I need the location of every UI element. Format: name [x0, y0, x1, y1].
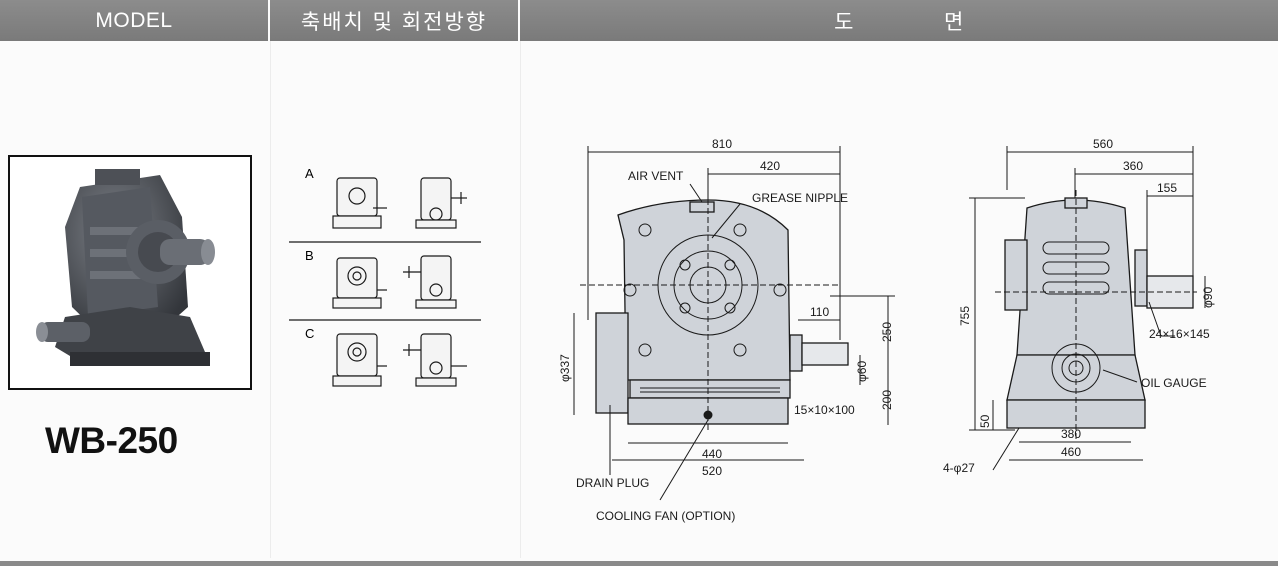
arrangement-label-a: A — [305, 166, 314, 181]
side-dim-shaft-length: 155 — [1157, 181, 1177, 195]
header-drawing-label-2: 면 — [944, 10, 964, 34]
label-air-vent: AIR VENT — [628, 169, 684, 183]
header-drawing: 도 면 — [520, 0, 1278, 41]
front-view-drawing: 810 420 AIR VENT GREASE NIPPLE 110 15×10… — [558, 137, 895, 523]
side-dim-foot-outer: 460 — [1061, 445, 1081, 459]
side-dim-shaft-diameter: φ90 — [1201, 287, 1215, 308]
shaft-arrangement-diagram: A B C — [289, 166, 481, 387]
dim-keyway: 15×10×100 — [794, 403, 855, 417]
dim-upper-height: 250 — [880, 322, 894, 342]
side-dim-total-height: 755 — [958, 306, 972, 326]
gearbox-photo-icon — [10, 157, 250, 388]
arrangement-c: C — [305, 326, 467, 387]
label-bolt-holes: 4-φ27 — [943, 461, 975, 475]
header-shaft-arrangement: 축배치 및 회전방향 — [270, 0, 520, 41]
dim-lower-height: 200 — [880, 390, 894, 410]
side-dim-foot-inner: 380 — [1061, 427, 1081, 441]
side-dim-keyway: 24×16×145 — [1149, 327, 1210, 341]
product-photo — [8, 155, 252, 390]
column-divider — [520, 41, 521, 558]
dim-total-width: 810 — [712, 137, 732, 151]
header-drawing-label-1: 도 — [834, 10, 854, 34]
table-header: MODEL 축배치 및 회전방향 도 면 — [0, 0, 1278, 41]
arrangement-label-b: B — [305, 248, 314, 263]
header-model: MODEL — [0, 0, 270, 41]
dim-shaft-diameter: φ60 — [855, 361, 869, 382]
label-cooling-fan: COOLING FAN (OPTION) — [596, 509, 735, 523]
label-oil-gauge: OIL GAUGE — [1141, 376, 1207, 390]
bottom-rule — [0, 561, 1278, 566]
label-grease-nipple: GREASE NIPPLE — [752, 191, 848, 205]
side-dim-total-width: 560 — [1093, 137, 1113, 151]
dim-foot-outer: 520 — [702, 464, 722, 478]
label-drain-plug: DRAIN PLUG — [576, 476, 649, 490]
model-name: WB-250 — [45, 420, 178, 461]
header-model-label: MODEL — [95, 8, 173, 32]
dim-fan-diameter: φ337 — [558, 354, 572, 382]
dim-shaft-length: 110 — [810, 305, 829, 319]
arrangement-b: B — [305, 248, 457, 309]
column-divider — [270, 41, 271, 558]
header-shaft-label: 축배치 및 회전방향 — [300, 10, 488, 34]
side-view-drawing: 560 360 155 24×16×145 OIL GAUGE 380 460 … — [943, 137, 1215, 475]
arrangement-a: A — [305, 166, 467, 229]
dim-foot-inner: 440 — [702, 447, 722, 461]
side-dim-base-height: 50 — [978, 414, 992, 428]
side-dim-center-to-shaft: 360 — [1123, 159, 1143, 173]
arrangement-label-c: C — [305, 326, 314, 341]
dim-center-to-shaft: 420 — [760, 159, 780, 173]
